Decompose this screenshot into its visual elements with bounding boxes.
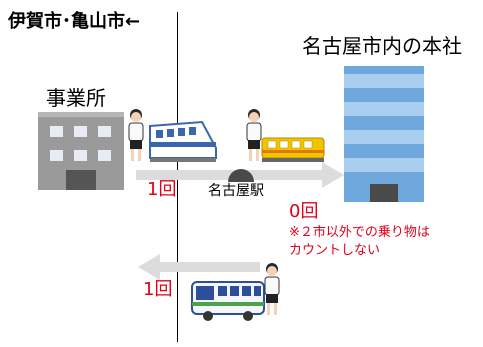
boundary-label: 伊賀市･亀山市← xyxy=(8,11,141,32)
count-local: 0回 xyxy=(289,201,319,222)
office-label: 事業所 xyxy=(46,86,106,110)
station-label: 名古屋駅 xyxy=(208,183,264,199)
office-tower-icon xyxy=(344,66,424,202)
station-marker-icon xyxy=(228,169,254,182)
return-arrow xyxy=(138,254,260,280)
local-train-icon xyxy=(261,137,325,162)
outbound-arrow xyxy=(136,162,344,188)
person-icon xyxy=(128,109,144,161)
commuter-train-icon xyxy=(149,120,217,162)
count-bus: 1回 xyxy=(143,279,173,300)
bus-icon xyxy=(191,281,265,321)
person-icon xyxy=(264,263,280,315)
office-building-icon xyxy=(38,112,124,190)
note-line-1: ※２市以外での乗り物は xyxy=(289,225,430,240)
head-office-label: 名古屋市内の本社 xyxy=(302,34,462,58)
note-line-2: カウントしない xyxy=(289,243,381,258)
person-icon xyxy=(246,109,262,161)
count-train: 1回 xyxy=(147,179,177,200)
